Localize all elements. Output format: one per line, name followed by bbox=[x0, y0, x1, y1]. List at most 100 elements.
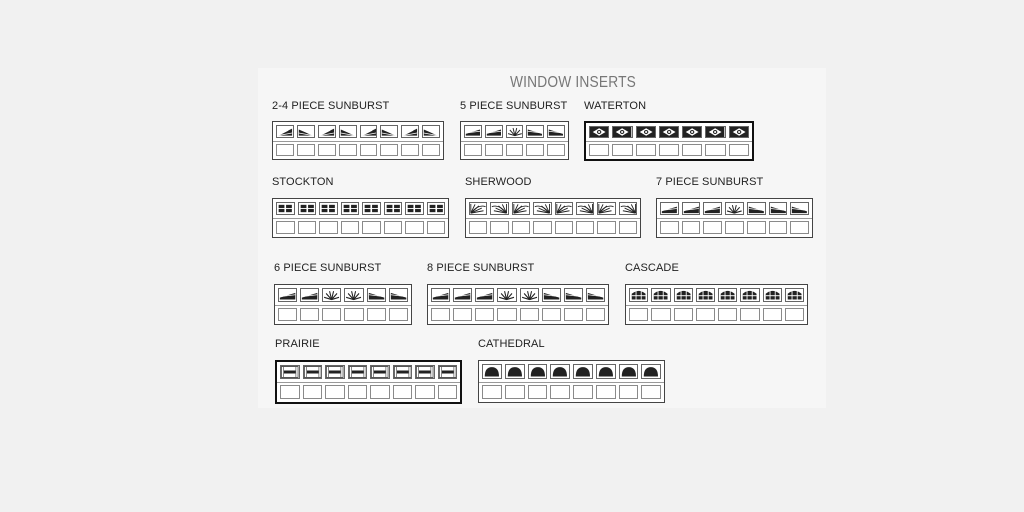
insert-5-piece-sunburst: 5 PIECE SUNBURST bbox=[460, 100, 575, 162]
insert-2-4-piece-sunburst: 2-4 PIECE SUNBURST bbox=[272, 100, 450, 162]
door-panel bbox=[527, 384, 548, 399]
garage-door-preview bbox=[272, 198, 449, 238]
window-insert-glass bbox=[453, 288, 473, 302]
door-panel bbox=[401, 143, 420, 156]
door-panel bbox=[370, 385, 390, 399]
door-panel bbox=[464, 143, 482, 156]
door-panel bbox=[388, 307, 408, 321]
door-panel bbox=[597, 221, 616, 234]
door-panel bbox=[618, 384, 639, 399]
door-panel bbox=[431, 307, 451, 321]
door-panel bbox=[490, 221, 509, 234]
door-panel bbox=[437, 385, 457, 399]
panel-row bbox=[626, 307, 807, 321]
door-panel bbox=[718, 307, 738, 321]
door-panel bbox=[383, 221, 402, 234]
door-panel bbox=[585, 307, 605, 321]
door-panel bbox=[276, 143, 294, 156]
window-insert-glass bbox=[437, 365, 457, 379]
panel-row bbox=[277, 385, 460, 399]
window-insert-glass bbox=[392, 365, 412, 379]
window-insert-glass bbox=[682, 126, 703, 138]
window-insert-glass bbox=[497, 288, 517, 302]
door-panel bbox=[740, 307, 760, 321]
window-row bbox=[273, 125, 443, 142]
panel-row bbox=[428, 307, 608, 321]
window-insert-glass bbox=[276, 202, 295, 215]
window-insert-glass bbox=[728, 126, 749, 138]
window-row bbox=[466, 202, 640, 219]
window-insert-glass bbox=[484, 125, 503, 138]
diagram-title: WINDOW INSERTS bbox=[510, 74, 637, 91]
window-insert-glass bbox=[401, 125, 420, 138]
door-panel bbox=[278, 307, 298, 321]
panel-row bbox=[466, 221, 640, 234]
garage-door-preview bbox=[584, 121, 754, 161]
garage-door-preview bbox=[465, 198, 641, 238]
door-panel bbox=[768, 221, 788, 234]
window-insert-glass bbox=[325, 365, 345, 379]
panel-row bbox=[275, 307, 411, 321]
window-insert-glass bbox=[347, 365, 367, 379]
door-panel bbox=[469, 221, 488, 234]
window-insert-glass bbox=[651, 288, 671, 302]
door-panel bbox=[547, 143, 565, 156]
door-panel bbox=[575, 221, 595, 234]
window-insert-glass bbox=[784, 288, 804, 302]
window-insert-glass bbox=[464, 125, 482, 138]
window-insert-glass bbox=[344, 288, 364, 302]
door-panel bbox=[453, 307, 473, 321]
door-panel bbox=[784, 307, 804, 321]
window-insert-glass bbox=[635, 126, 656, 138]
garage-door-preview bbox=[275, 360, 462, 404]
door-panel bbox=[651, 307, 671, 321]
door-panel bbox=[325, 385, 345, 399]
window-insert-glass bbox=[554, 202, 573, 215]
window-insert-glass bbox=[338, 125, 357, 138]
door-panel bbox=[790, 221, 809, 234]
insert-label: WATERTON bbox=[584, 100, 647, 112]
door-panel bbox=[340, 221, 359, 234]
door-panel bbox=[511, 221, 531, 234]
door-panel bbox=[705, 144, 726, 156]
insert-label: CATHEDRAL bbox=[478, 338, 545, 350]
window-insert-glass bbox=[415, 365, 435, 379]
window-insert-glass bbox=[629, 288, 649, 302]
garage-door-preview bbox=[460, 121, 569, 160]
door-panel bbox=[573, 384, 593, 399]
window-insert-glass bbox=[519, 288, 539, 302]
panel-row bbox=[273, 143, 443, 156]
window-insert-glass bbox=[469, 202, 488, 215]
door-panel bbox=[682, 144, 703, 156]
door-panel bbox=[658, 144, 680, 156]
door-panel bbox=[526, 143, 545, 156]
window-row bbox=[428, 288, 608, 306]
door-panel bbox=[338, 143, 357, 156]
insert-cascade: CASCADE bbox=[625, 262, 814, 327]
door-panel bbox=[302, 385, 322, 399]
panel-row bbox=[657, 221, 812, 234]
window-insert-glass bbox=[322, 288, 342, 302]
window-insert-glass bbox=[725, 202, 744, 215]
door-panel bbox=[660, 221, 679, 234]
window-insert-glass bbox=[718, 288, 738, 302]
window-insert-glass bbox=[790, 202, 809, 215]
window-insert-glass bbox=[597, 202, 616, 215]
insert-6-piece-sunburst: 6 PIECE SUNBURST bbox=[274, 262, 418, 327]
insert-label: CASCADE bbox=[625, 262, 679, 274]
door-panel bbox=[728, 144, 749, 156]
door-panel bbox=[589, 144, 610, 156]
door-panel bbox=[673, 307, 693, 321]
window-insert-glass bbox=[319, 202, 338, 215]
insert-8-piece-sunburst: 8 PIECE SUNBURST bbox=[427, 262, 615, 327]
insert-sherwood: SHERWOOD bbox=[465, 176, 647, 240]
window-insert-glass bbox=[504, 364, 525, 379]
window-insert-glass bbox=[705, 126, 726, 138]
door-panel bbox=[319, 221, 338, 234]
door-panel bbox=[504, 384, 525, 399]
door-panel bbox=[296, 143, 315, 156]
window-insert-glass bbox=[612, 126, 633, 138]
door-panel bbox=[554, 221, 573, 234]
door-panel bbox=[482, 384, 502, 399]
window-insert-glass bbox=[547, 125, 565, 138]
